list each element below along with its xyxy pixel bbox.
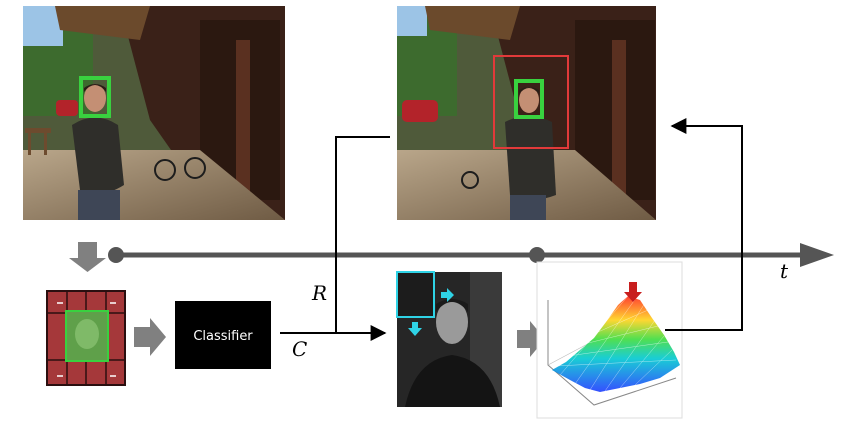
time-label: t xyxy=(780,259,789,283)
classifier-label: Classifier xyxy=(193,329,253,344)
sliding-window-frame xyxy=(396,271,502,407)
tracked-face-box xyxy=(514,79,544,119)
c-label: C xyxy=(292,337,307,361)
r-label: R xyxy=(311,281,327,305)
timeline-point-t0 xyxy=(108,247,124,263)
face-detection-box xyxy=(79,76,111,118)
cyan-down-arrow-icon xyxy=(408,322,422,336)
response-surface-plot xyxy=(536,261,683,419)
peak-marker-icon xyxy=(624,282,642,302)
cyan-right-arrow-icon xyxy=(441,288,454,302)
timeline-point-t1 xyxy=(529,247,545,263)
r-connector-line xyxy=(335,136,390,333)
photo-frame-left xyxy=(23,6,285,220)
photo-frame-right xyxy=(397,6,656,220)
right-arrow-icon xyxy=(134,318,166,356)
down-arrow-icon xyxy=(69,242,106,272)
right-arrow-icon xyxy=(517,321,545,357)
search-region-box xyxy=(493,55,569,149)
timeline-arrowhead xyxy=(800,243,834,267)
feedback-line xyxy=(665,118,743,331)
classifier-box xyxy=(175,301,271,369)
face-patch-grid xyxy=(46,290,126,386)
